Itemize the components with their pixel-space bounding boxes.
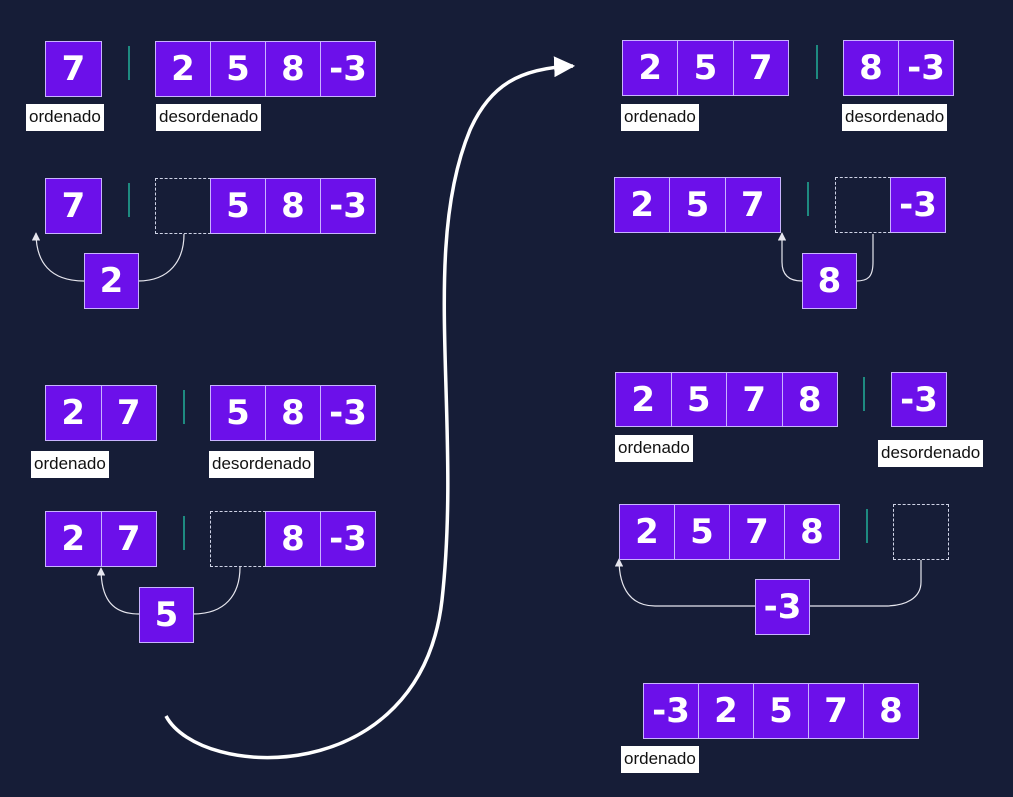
unsorted-cell: 8 — [265, 41, 321, 97]
sorted-cell: 2 — [614, 177, 671, 233]
unsorted-cell: 8 — [265, 511, 321, 567]
empty-slot — [835, 177, 891, 233]
sorted-cell: 8 — [863, 683, 919, 739]
partition-divider — [128, 46, 130, 80]
sorted-label: ordenado — [31, 451, 109, 478]
unsorted-label: desordenado — [156, 104, 262, 131]
sorted-cell: 7 — [45, 41, 102, 97]
moving-element: 2 — [84, 253, 139, 309]
sorted-cell: 5 — [677, 40, 734, 96]
unsorted-cell: 5 — [210, 385, 266, 441]
sorted-cell: 7 — [45, 178, 102, 234]
partition-divider — [183, 516, 185, 550]
sorted-cell: 8 — [781, 372, 838, 427]
sorted-cell: 7 — [724, 177, 781, 233]
unsorted-cell: 8 — [265, 178, 321, 234]
sorted-cell: 5 — [674, 504, 730, 560]
empty-slot — [893, 504, 949, 560]
sorted-cell: 5 — [669, 177, 726, 233]
sorted-cell: 2 — [622, 40, 679, 96]
partition-divider — [866, 509, 868, 543]
sorted-cell: 5 — [753, 683, 809, 739]
moving-element: 5 — [139, 587, 194, 643]
unsorted-label: desordenado — [878, 440, 984, 467]
sorted-cell: 7 — [732, 40, 789, 96]
partition-divider — [807, 182, 809, 216]
unsorted-cell: 2 — [155, 41, 211, 97]
sorted-label: ordenado — [615, 435, 693, 462]
partition-divider — [816, 45, 818, 79]
unsorted-label: desordenado — [842, 104, 948, 131]
unsorted-cell: -3 — [891, 372, 947, 427]
moving-element: 8 — [802, 253, 857, 309]
sorted-cell: 7 — [808, 683, 864, 739]
sorted-cell: -3 — [643, 683, 699, 739]
unsorted-cell: -3 — [320, 178, 376, 234]
sorted-cell: 7 — [100, 385, 157, 441]
sorted-cell: 7 — [726, 372, 783, 427]
unsorted-cell: -3 — [320, 511, 376, 567]
sorted-cell: 2 — [698, 683, 754, 739]
partition-divider — [863, 377, 865, 411]
sorted-cell: 5 — [670, 372, 727, 427]
empty-slot — [155, 178, 211, 234]
unsorted-cell: 8 — [843, 40, 899, 96]
unsorted-cell: -3 — [320, 41, 376, 97]
partition-divider — [128, 183, 130, 217]
sorted-label: ordenado — [26, 104, 104, 131]
unsorted-cell: -3 — [890, 177, 946, 233]
partition-divider — [183, 390, 185, 424]
sorted-label: ordenado — [621, 746, 699, 773]
unsorted-label: desordenado — [209, 451, 315, 478]
sorted-cell: 2 — [619, 504, 675, 560]
sorted-label: ordenado — [621, 104, 699, 131]
unsorted-cell: -3 — [320, 385, 376, 441]
unsorted-cell: 5 — [210, 41, 266, 97]
empty-slot — [210, 511, 266, 567]
moving-element: -3 — [755, 579, 810, 635]
sorted-cell: 2 — [615, 372, 672, 427]
sorted-cell: 7 — [100, 511, 157, 567]
sorted-cell: 7 — [729, 504, 785, 560]
sorted-cell: 2 — [45, 511, 102, 567]
unsorted-cell: -3 — [898, 40, 954, 96]
sorted-cell: 8 — [784, 504, 840, 560]
unsorted-cell: 8 — [265, 385, 321, 441]
unsorted-cell: 5 — [210, 178, 266, 234]
sorted-cell: 2 — [45, 385, 102, 441]
